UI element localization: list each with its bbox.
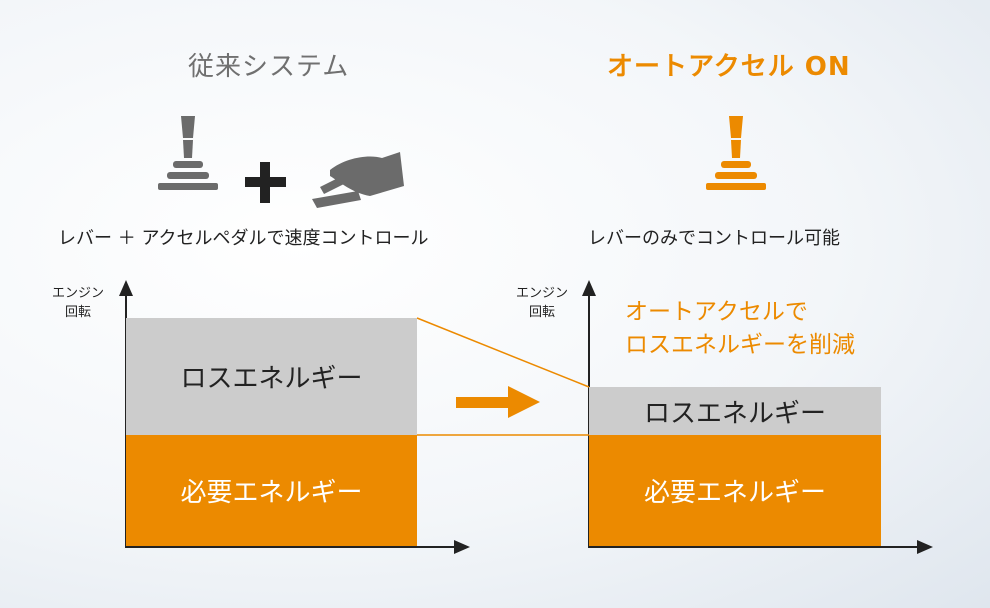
left-heading: 従来システム xyxy=(188,52,350,82)
axis-title-line: エンジン xyxy=(515,286,568,301)
plus-icon xyxy=(245,162,286,203)
foot-pedal-icon xyxy=(312,152,404,208)
right-loss-energy-block: ロスエネルギー xyxy=(589,387,881,435)
right-caption: レバーのみでコントロール可能 xyxy=(588,228,840,249)
right-required-energy-block: 必要エネルギー xyxy=(589,435,881,546)
left-loss-energy-block: ロスエネルギー xyxy=(126,318,417,435)
right-heading: オートアクセル ON xyxy=(607,52,851,82)
lever-icon xyxy=(158,116,218,190)
arrow-right-icon xyxy=(456,386,540,418)
reduction-note: オートアクセルで ロスエネルギーを削減 xyxy=(625,296,855,362)
connector-lines xyxy=(416,317,590,436)
right-axis-title: エンジン 回転 xyxy=(502,284,582,322)
note-line: オートアクセルで xyxy=(625,299,808,325)
lever-icon xyxy=(706,116,766,190)
axis-title-line: 回転 xyxy=(528,305,555,320)
left-required-energy-block: 必要エネルギー xyxy=(126,435,417,546)
axis-title-line: 回転 xyxy=(64,305,91,320)
axis-title-line: エンジン xyxy=(51,286,104,301)
left-axis-title: エンジン 回転 xyxy=(38,284,118,322)
left-caption: レバー ＋ アクセルペダルで速度コントロール xyxy=(58,228,429,249)
note-line: ロスエネルギーを削減 xyxy=(625,332,855,358)
